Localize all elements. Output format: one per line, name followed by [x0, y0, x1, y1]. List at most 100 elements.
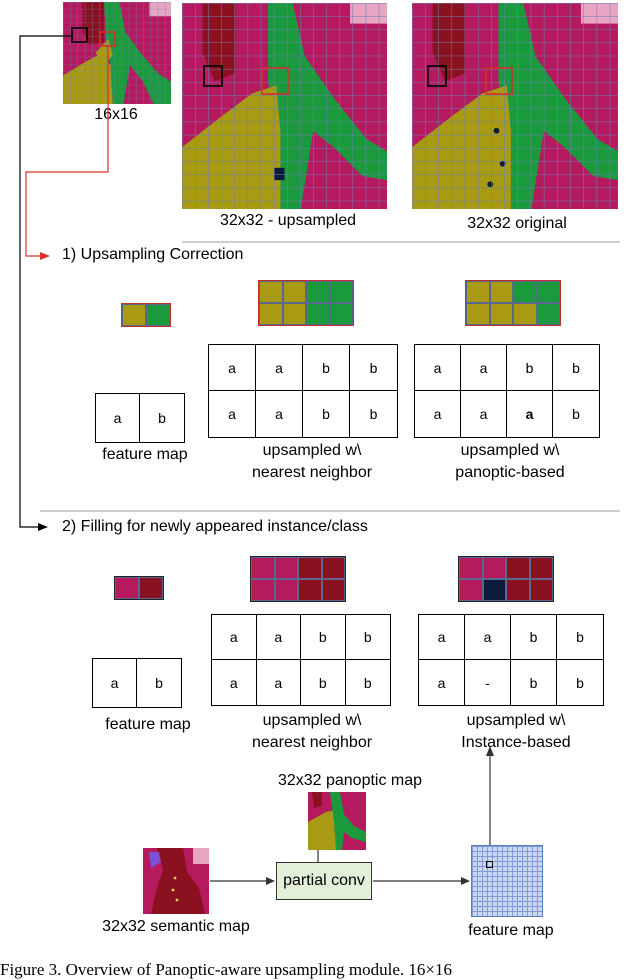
color-cell	[536, 303, 560, 325]
color-strip-s2-instance	[458, 556, 554, 602]
color-cell	[321, 557, 345, 579]
grid-cell: b	[511, 615, 557, 660]
black-arrowhead	[38, 523, 48, 531]
color-cell	[282, 281, 306, 303]
color-cell	[459, 557, 483, 579]
image-16x16	[63, 2, 172, 104]
label-s2-upsampled-nn-2: nearest neighbor	[251, 734, 373, 751]
color-cell	[146, 304, 170, 326]
grid-cell: b	[350, 345, 397, 391]
grid-cell: b	[303, 391, 350, 437]
grid-cell: a	[209, 345, 256, 391]
partial-conv-block: partial conv	[276, 862, 372, 900]
label-s2-upsampled-ib-1: upsampled w\	[466, 712, 566, 729]
color-cell	[529, 557, 553, 579]
label-s2-upsampled-ib-2: Instance-based	[461, 734, 571, 751]
grid-cell: b	[155, 675, 163, 691]
color-cell	[329, 303, 353, 325]
color-cell	[459, 579, 483, 601]
color-cell	[489, 281, 513, 303]
label-32x32-upsampled: 32x32 - upsampled	[219, 212, 357, 229]
grid-cell: a	[93, 659, 137, 707]
color-cell	[282, 303, 306, 325]
color-cell	[306, 281, 330, 303]
conv-to-feature-arrowhead	[461, 877, 470, 885]
section-2-title: 2) Filling for newly appeared instance/c…	[62, 518, 368, 535]
image-32x32-upsampled	[182, 3, 387, 209]
label-semantic-map: 32x32 semantic map	[102, 918, 250, 935]
color-cell	[115, 577, 139, 599]
color-cell	[513, 303, 537, 325]
color-cell	[259, 303, 283, 325]
color-cell	[506, 579, 530, 601]
label-16x16: 16x16	[94, 106, 138, 123]
label-s2-feature-map: feature map	[105, 716, 191, 733]
partial-conv-label: partial conv	[283, 872, 365, 889]
red-patch-marker-orig	[485, 67, 513, 95]
black-patch-marker-16	[71, 27, 88, 43]
grid-cell: a	[461, 391, 507, 437]
red-arrowhead	[40, 252, 50, 260]
panoptic-map-thumbnail	[308, 792, 366, 850]
grid-cell: b	[557, 615, 603, 660]
grid-cell: a	[507, 391, 553, 437]
grid-cell: b	[301, 615, 346, 660]
grid-cell: a	[96, 394, 140, 442]
color-cell	[466, 303, 490, 325]
feature-map-pixel-marker	[486, 861, 493, 868]
color-cell	[482, 579, 506, 601]
color-cell	[139, 577, 163, 599]
black-patch-marker-up	[203, 65, 223, 87]
color-cell	[489, 303, 513, 325]
color-cell	[506, 557, 530, 579]
label-feature-map-bottom: feature map	[468, 922, 554, 939]
grid-cell: b	[369, 406, 378, 422]
grid-cell: a	[212, 660, 257, 705]
feature-map-grid	[471, 845, 543, 917]
grid-cell: b	[363, 674, 372, 691]
grid-cell: a	[209, 391, 256, 437]
grid-cell: a	[419, 660, 465, 705]
color-cell	[466, 281, 490, 303]
color-cell	[482, 557, 506, 579]
figure-caption: Figure 3. Overview of Panoptic-aware ups…	[0, 960, 452, 979]
color-cell	[298, 579, 322, 601]
grid-cell: b	[345, 615, 390, 660]
label-s1-feature-map: feature map	[102, 446, 188, 463]
grid-cell: a	[256, 391, 303, 437]
color-strip-s1-nearest	[258, 280, 354, 326]
color-cell	[274, 557, 298, 579]
grid-cell: b	[158, 410, 166, 426]
color-strip-s1-feature	[121, 303, 171, 327]
label-s1-upsampled-pb-1: upsampled w\	[460, 442, 560, 459]
color-cell	[274, 579, 298, 601]
color-cell	[306, 303, 330, 325]
grid-cell: a	[465, 615, 511, 660]
color-cell	[513, 281, 537, 303]
grid-cell: b	[303, 345, 350, 391]
color-cell	[321, 579, 345, 601]
grid-cell: a	[415, 345, 461, 391]
semantic-to-conv-arrowhead	[266, 877, 275, 885]
grid-cell: b	[553, 345, 599, 391]
grid-cell: b	[572, 406, 580, 422]
grid-cell: a	[461, 345, 507, 391]
color-cell	[259, 281, 283, 303]
grid-cell: a	[256, 615, 301, 660]
color-strip-s2-feature	[114, 576, 164, 600]
grid-cell: a	[257, 660, 301, 705]
grid-cell: b	[576, 674, 584, 691]
color-cell	[536, 281, 560, 303]
red-patch-marker-up	[261, 67, 289, 95]
color-cell	[298, 557, 322, 579]
label-32x32-original: 32x32 original	[467, 215, 567, 232]
semantic-map-thumbnail	[143, 848, 209, 914]
grid-cell: -	[465, 660, 511, 705]
color-strip-s1-panoptic	[465, 280, 561, 326]
